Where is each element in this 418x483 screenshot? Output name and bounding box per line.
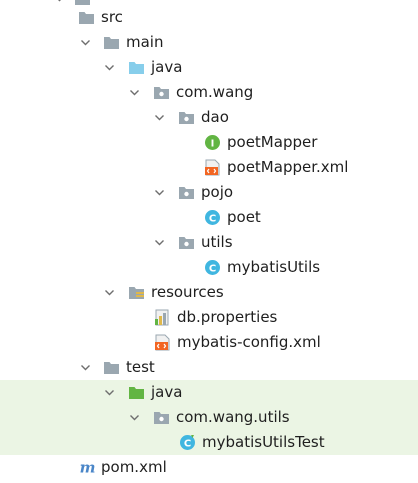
tree-row-label: com.wang bbox=[176, 83, 254, 101]
chevron-down-icon[interactable] bbox=[154, 237, 165, 248]
svg-text:C: C bbox=[209, 263, 216, 274]
chevron-down-icon[interactable] bbox=[80, 37, 91, 48]
tree-row-com-wang-utils[interactable]: com.wang.utils bbox=[0, 405, 418, 430]
tree-row-main[interactable]: main bbox=[0, 30, 418, 55]
tree-row-label: pom.xml bbox=[101, 458, 167, 476]
chevron-down-icon[interactable] bbox=[154, 112, 165, 123]
chevron-down-icon[interactable] bbox=[104, 287, 115, 298]
tree-row-utils[interactable]: utils bbox=[0, 230, 418, 255]
class-icon: C bbox=[205, 210, 220, 225]
tree-row-label: resources bbox=[151, 283, 224, 301]
source-root-folder-icon bbox=[129, 62, 144, 74]
tree-row-mybatisUtilsTest[interactable]: C mybatisUtilsTest bbox=[0, 430, 418, 455]
tree-row-poetMapper-xml[interactable]: poetMapper.xml bbox=[0, 155, 418, 180]
package-icon bbox=[154, 412, 169, 424]
tree-row-label: mybatisUtils bbox=[227, 258, 321, 276]
class-icon: C bbox=[205, 260, 220, 275]
package-icon bbox=[179, 112, 194, 124]
tree-row-label: dao bbox=[201, 108, 229, 126]
tree-row-label: test bbox=[126, 358, 155, 376]
tree-row-poetMapper[interactable]: I poetMapper bbox=[0, 130, 418, 155]
tree-row-poet[interactable]: C poet bbox=[0, 205, 418, 230]
folder-icon bbox=[79, 12, 94, 24]
tree-row-label: java bbox=[151, 383, 183, 401]
interface-icon: I bbox=[205, 135, 220, 150]
tree-row-java-main[interactable]: java bbox=[0, 55, 418, 80]
resources-folder-icon bbox=[129, 287, 144, 299]
svg-text:C: C bbox=[209, 213, 216, 224]
package-icon bbox=[179, 187, 194, 199]
maven-pom-icon: m bbox=[80, 459, 96, 476]
properties-file-icon bbox=[155, 309, 169, 326]
tree-row-dao[interactable]: dao bbox=[0, 105, 418, 130]
chevron-down-icon[interactable] bbox=[129, 412, 140, 423]
tree-row-label: src bbox=[101, 8, 123, 26]
chevron-down-icon[interactable] bbox=[154, 187, 165, 198]
xml-file-icon bbox=[155, 334, 170, 351]
package-icon bbox=[179, 237, 194, 249]
folder-icon bbox=[75, 0, 90, 5]
chevron-down-icon[interactable] bbox=[104, 387, 115, 398]
tree-row-label: poet bbox=[227, 208, 261, 226]
tree-row-label: main bbox=[126, 33, 164, 51]
tree-row-top-folder[interactable] bbox=[0, 0, 418, 11]
tree-row-resources[interactable]: resources bbox=[0, 280, 418, 305]
chevron-down-icon[interactable] bbox=[80, 362, 91, 373]
tree-row-src[interactable]: src bbox=[0, 5, 418, 30]
tree-row-label: poetMapper.xml bbox=[227, 158, 349, 176]
tree-row-db-properties[interactable]: db.properties bbox=[0, 305, 418, 330]
test-class-icon: C bbox=[180, 435, 195, 450]
tree-row-com-wang[interactable]: com.wang bbox=[0, 80, 418, 105]
svg-text:m: m bbox=[80, 459, 96, 476]
package-icon bbox=[154, 87, 169, 99]
tree-row-label: pojo bbox=[201, 183, 234, 201]
svg-text:I: I bbox=[211, 138, 215, 149]
chevron-down-icon[interactable] bbox=[54, 0, 65, 4]
tree-row-label: db.properties bbox=[177, 308, 278, 326]
tree-row-label: com.wang.utils bbox=[176, 408, 290, 426]
tree-row-label: mybatisUtilsTest bbox=[202, 433, 325, 451]
tree-row-java-test[interactable]: java bbox=[0, 380, 418, 405]
folder-icon bbox=[104, 37, 119, 49]
chevron-down-icon[interactable] bbox=[104, 62, 115, 73]
tree-row-pojo[interactable]: pojo bbox=[0, 180, 418, 205]
chevron-down-icon[interactable] bbox=[129, 87, 140, 98]
folder-icon bbox=[104, 362, 119, 374]
xml-file-icon bbox=[205, 159, 220, 176]
tree-row-mybatisUtils[interactable]: C mybatisUtils bbox=[0, 255, 418, 280]
tree-row-label: poetMapper bbox=[227, 133, 318, 151]
tree-row-label: utils bbox=[201, 233, 233, 251]
tree-row-label: java bbox=[151, 58, 183, 76]
test-source-root-folder-icon bbox=[129, 387, 144, 399]
svg-text:C: C bbox=[184, 438, 191, 449]
tree-row-test[interactable]: test bbox=[0, 355, 418, 380]
tree-row-mybatis-config-xml[interactable]: mybatis-config.xml bbox=[0, 330, 418, 355]
tree-row-label: mybatis-config.xml bbox=[177, 333, 321, 351]
tree-row-pom-xml[interactable]: m pom.xml bbox=[0, 455, 418, 480]
